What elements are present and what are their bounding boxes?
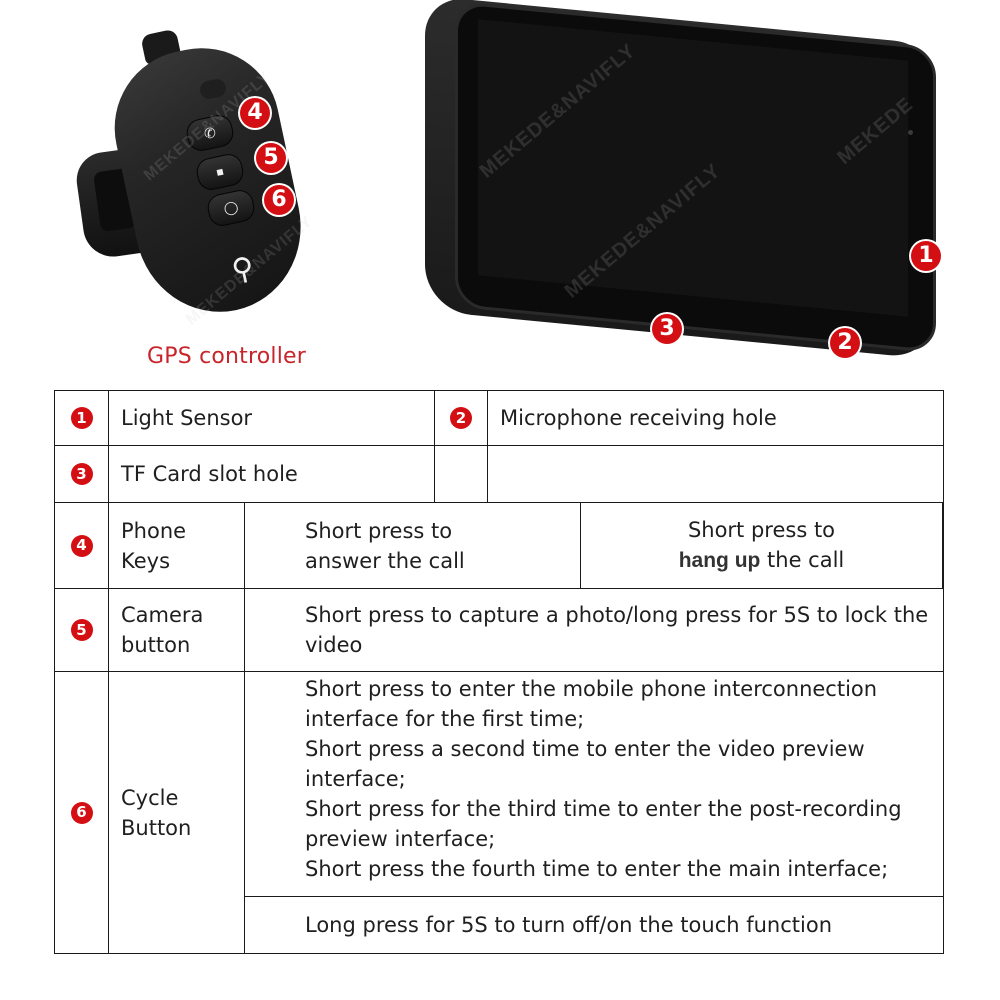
table-cell-label: Cycle Button: [108, 671, 245, 954]
table-cell-number: 2: [434, 390, 488, 446]
microphone-hole-label: Microphone receiving hole: [500, 406, 777, 430]
hang-up-emphasis: hang up: [678, 549, 761, 572]
badge-1: 1: [70, 407, 93, 429]
table-cell-description: Short press to answer the call: [244, 502, 581, 589]
answer-call-description: Short press to answer the call: [305, 518, 465, 573]
light-sensor-dot: [908, 130, 913, 135]
hang-up-description-suffix: the call: [767, 548, 845, 572]
table-cell-number: 5: [54, 588, 109, 672]
table-cell-label: TF Card slot hole: [108, 445, 435, 503]
cycle-step-1: Short press to enter the mobile phone in…: [305, 677, 878, 731]
table-cell-label: Microphone receiving hole: [487, 390, 944, 446]
device-screen: [478, 19, 908, 317]
cycle-icon: ◯: [222, 198, 240, 217]
table-cell-label: Camera button: [108, 588, 245, 672]
callout-badge-2: 2: [830, 328, 860, 358]
table-cell-number: 3: [54, 445, 109, 503]
cycle-long-press-description: Long press for 5S to turn off/on the tou…: [305, 913, 833, 937]
table-cell-description: Long press for 5S to turn off/on the tou…: [244, 896, 944, 954]
tf-card-label: TF Card slot hole: [121, 462, 298, 486]
callout-badge-6: 6: [264, 185, 294, 215]
cycle-step-2: Short press a second time to enter the v…: [305, 737, 865, 791]
badge-6: 6: [70, 801, 93, 824]
table-cell-description: Short press to hang up the call: [580, 502, 944, 589]
table-cell-number: 6: [54, 671, 109, 954]
cycle-step-4: Short press the fourth time to enter the…: [305, 857, 889, 881]
cycle-button-label: Cycle Button: [121, 785, 192, 840]
table-cell-label: Light Sensor: [108, 390, 435, 446]
table-cell-label: Phone Keys: [108, 502, 245, 589]
table-cell-number: 1: [54, 390, 109, 446]
hang-up-description-prefix: Short press to: [687, 518, 836, 542]
table-cell-number: 4: [54, 502, 109, 589]
callout-badge-4: 4: [240, 98, 270, 128]
phone-keys-label: Phone Keys: [121, 518, 187, 573]
table-cell-empty: [434, 445, 488, 503]
badge-3: 3: [70, 463, 93, 485]
table-cell-description: Short press to capture a photo/long pres…: [244, 588, 944, 672]
camera-icon: ■: [214, 164, 226, 180]
callout-badge-1: 1: [911, 241, 941, 271]
callout-badge-5: 5: [256, 143, 286, 173]
camera-button-description: Short press to capture a photo/long pres…: [305, 603, 929, 657]
callout-badge-3: 3: [652, 314, 682, 344]
badge-4: 4: [70, 534, 93, 557]
cycle-step-3: Short press for the third time to enter …: [305, 797, 902, 851]
table-cell-description: Short press to enter the mobile phone in…: [244, 671, 944, 897]
gps-controller-label: GPS controller: [147, 344, 307, 369]
badge-5: 5: [70, 619, 93, 641]
light-sensor-label: Light Sensor: [121, 406, 253, 430]
table-cell-empty: [487, 445, 944, 503]
badge-2: 2: [450, 407, 472, 429]
camera-button-label: Camera button: [121, 603, 204, 657]
